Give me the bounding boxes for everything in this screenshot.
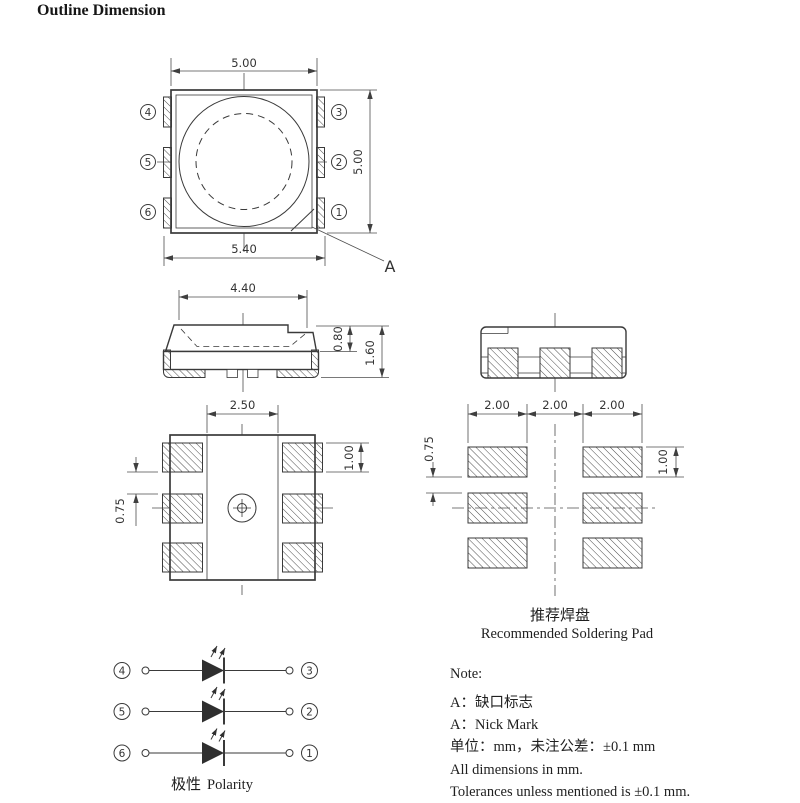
right-terminal-profile — [276, 349, 319, 378]
bottom-edge-view — [480, 313, 627, 392]
dim-bottom-width: 5.40 — [163, 236, 326, 266]
svg-text:5.00: 5.00 — [351, 149, 365, 175]
left-terminal-profile — [163, 349, 206, 378]
polarity-diagram: 4 3 5 — [113, 645, 318, 793]
note-line: All dimensions in mm. — [450, 761, 583, 778]
pad-3 — [316, 96, 325, 128]
bottom-view-pads — [162, 442, 323, 573]
nick-mark — [290, 208, 315, 232]
package-body-inner-outline — [175, 94, 313, 229]
pad-5 — [163, 147, 172, 178]
dim-bottom-pad-span: 2.50 — [206, 398, 279, 433]
center-tab-left — [226, 369, 238, 378]
svg-text:2.00: 2.00 — [484, 398, 510, 412]
lens-profile — [164, 324, 318, 353]
svg-text:5: 5 — [119, 706, 126, 718]
dim-top-width: 5.00 — [170, 56, 318, 86]
light-emission-arrows — [210, 686, 226, 701]
note-line: A：缺口标志 — [450, 695, 533, 711]
top-view: A 4 5 6 3 2 1 — [140, 56, 396, 276]
pad-step-lines — [481, 356, 626, 374]
edge-pad-left — [487, 347, 519, 379]
svg-text:2.00: 2.00 — [599, 398, 625, 412]
page-title: Outline Dimension — [37, 2, 166, 19]
top-view-terminal-pads — [163, 96, 325, 229]
dim-bottom-pad-height: 1.00 — [326, 442, 369, 473]
soldering-pad-view: 2.00 2.00 2.00 0.75 1.00 推荐焊盘 Recommende… — [422, 398, 684, 642]
pad-4 — [163, 96, 172, 128]
note-section: Note: A：缺口标志 A：Nick Mark 单位：mm，未注公差：±0.1… — [450, 666, 780, 803]
pin-number-5: 5 — [145, 157, 152, 169]
note-line: Tolerances unless mentioned is ±0.1 mm. — [450, 783, 691, 800]
svg-text:2.50: 2.50 — [230, 398, 256, 412]
pad-1 — [316, 197, 325, 229]
led-symbol — [202, 742, 224, 764]
pin-number-6: 6 — [145, 207, 152, 219]
package-body-outline — [170, 89, 318, 234]
dim-soldering-pad-height: 1.00 — [646, 446, 684, 478]
lens-inner-dashed-circle — [195, 113, 293, 210]
nick-mark-label: A — [385, 257, 396, 276]
soldering-pad-caption-en: Recommended Soldering Pad — [481, 626, 654, 642]
pad-2 — [316, 147, 325, 178]
lens-circle — [178, 96, 310, 227]
svg-text:1.00: 1.00 — [342, 445, 356, 471]
soldering-pad-caption-cn: 推荐焊盘 — [530, 606, 590, 624]
reflector-cup-dashed — [180, 328, 308, 347]
svg-text:1: 1 — [306, 748, 313, 760]
bottom-view: 2.50 1.00 0.75 — [113, 398, 369, 595]
svg-text:2: 2 — [306, 706, 313, 718]
top-view-pin-numbers: 4 5 6 3 2 1 — [140, 104, 347, 220]
dim-bottom-pad-gap: 0.75 — [113, 457, 158, 526]
svg-text:5.00: 5.00 — [231, 56, 257, 70]
pad-6 — [163, 197, 172, 229]
svg-text:0.75: 0.75 — [113, 498, 127, 524]
svg-text:4: 4 — [119, 665, 126, 677]
svg-text:5.40: 5.40 — [231, 242, 257, 256]
svg-text:0.75: 0.75 — [422, 436, 436, 462]
edge-pad-center — [539, 347, 571, 379]
dim-front-width: 4.40 — [178, 281, 308, 328]
body-band — [162, 350, 320, 371]
nick-mark-leader-line — [311, 226, 385, 262]
pin-number-3: 3 — [336, 107, 343, 119]
pin-number-1: 1 — [336, 207, 343, 219]
svg-text:4.40: 4.40 — [230, 281, 256, 295]
light-emission-arrows — [210, 728, 226, 742]
pin-number-2: 2 — [336, 157, 343, 169]
note-line: 单位：mm，未注公差：±0.1 mm — [450, 739, 656, 756]
note-line: A：Nick Mark — [450, 717, 539, 734]
front-side-view: 4.40 0.80 1.60 — [162, 281, 389, 392]
dim-soldering-pad-gap: 0.75 — [422, 436, 462, 506]
center-tab-right — [247, 369, 259, 378]
svg-text:3: 3 — [306, 665, 313, 677]
center-mark-icon — [227, 493, 257, 523]
svg-text:2.00: 2.00 — [542, 398, 568, 412]
svg-text:6: 6 — [119, 748, 126, 760]
dim-front-heights: 0.80 1.60 — [316, 325, 389, 378]
dim-soldering-pad-widths: 2.00 2.00 2.00 — [467, 398, 643, 443]
polarity-row-1: 4 3 — [113, 645, 318, 684]
led-symbol — [202, 659, 224, 682]
light-emission-arrows — [210, 645, 226, 660]
soldering-pads — [467, 446, 643, 569]
note-heading: Note: — [450, 666, 483, 682]
pin-number-4: 4 — [145, 107, 152, 119]
polarity-row-3: 6 1 — [113, 728, 318, 766]
dim-right-height: 5.00 — [320, 89, 377, 234]
svg-text:1.60: 1.60 — [363, 340, 377, 366]
svg-text:1.00: 1.00 — [656, 449, 670, 475]
svg-text:0.80: 0.80 — [331, 326, 345, 352]
polarity-row-2: 5 2 — [113, 686, 318, 725]
led-symbol — [202, 700, 224, 723]
edge-pad-right — [591, 347, 623, 379]
